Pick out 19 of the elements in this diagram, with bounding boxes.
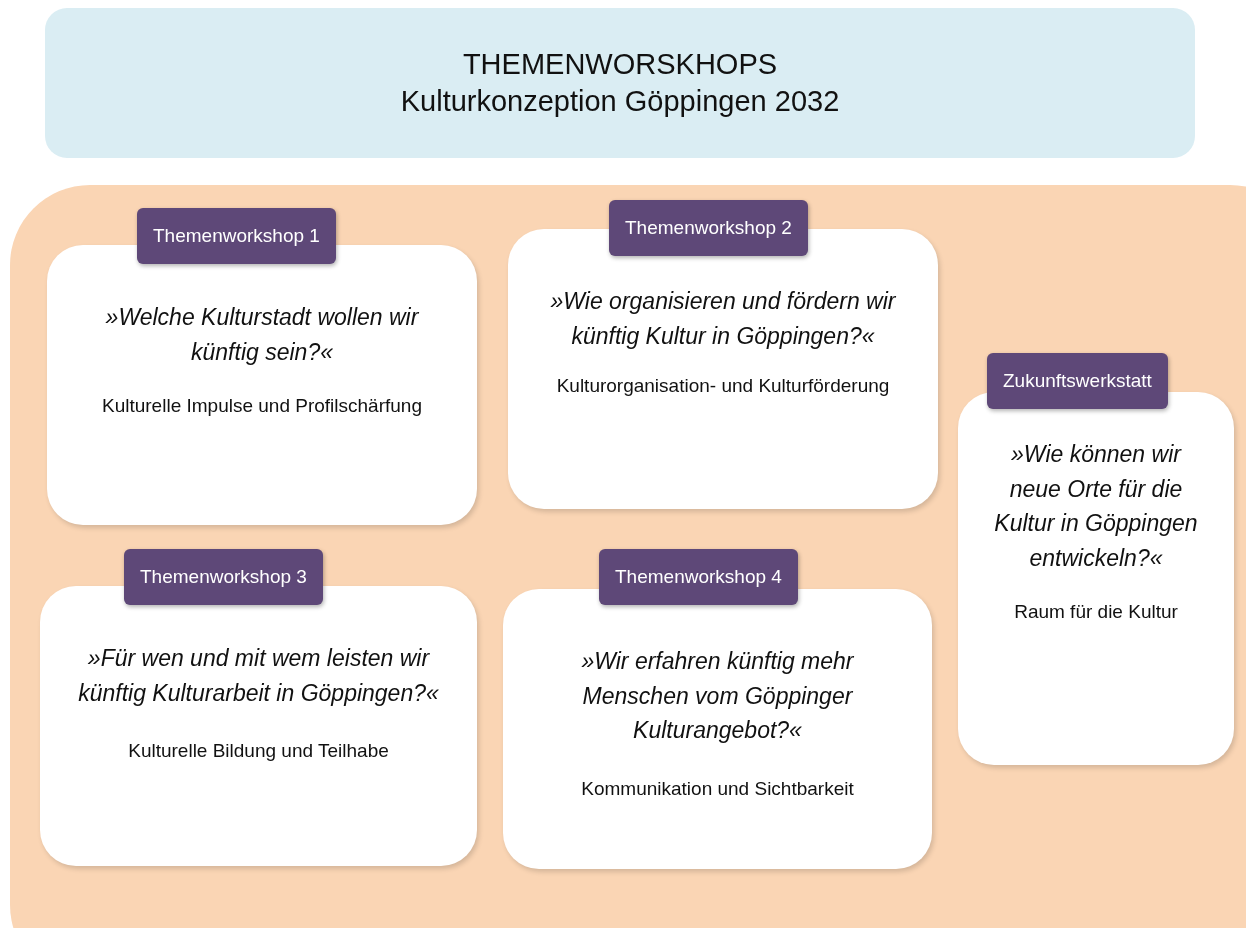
workshop-tab: Themenworkshop 2 xyxy=(609,200,808,256)
workshop-tab: Themenworkshop 1 xyxy=(137,208,336,264)
workshop-tab: Zukunftswerkstatt xyxy=(987,353,1168,409)
workshop-tab: Themenworkshop 3 xyxy=(124,549,323,605)
topic-text: Kulturorganisation- und Kulturförderung xyxy=(556,374,890,398)
subtitle: Kulturkonzeption Göppingen 2032 xyxy=(400,85,840,118)
guiding-question: »Wir erfahren künftig mehr Menschen vom Göppinger Kulturangebot?« xyxy=(580,647,855,745)
guiding-question: »Wie organisieren und fördern wir künftig Kultur in Göppingen?« xyxy=(549,287,897,351)
workshop-tab: Themenworkshop 4 xyxy=(599,549,798,605)
guiding-question: »Für wen und mit wem leisten wir künftig Kulturarbeit in Göppingen?« xyxy=(77,644,440,708)
topic-text: Kulturelle Bildung und Teilhabe xyxy=(128,739,389,763)
topic-text: Raum für die Kultur xyxy=(1014,600,1178,624)
guiding-question: »Welche Kulturstadt wollen wir künftig sein?« xyxy=(104,303,420,367)
panel-background xyxy=(10,185,1246,928)
topic-text: Kommunikation und Sichtbarkeit xyxy=(581,776,854,801)
title: THEMENWORSKHOPS xyxy=(462,48,778,81)
topic-text: Kulturelle Impulse und Profilschärfung xyxy=(102,394,422,418)
guiding-question: »Wie können wir neue Orte für die Kultur in Göppingen entwickeln?« xyxy=(993,440,1199,573)
title-banner xyxy=(45,8,1195,158)
